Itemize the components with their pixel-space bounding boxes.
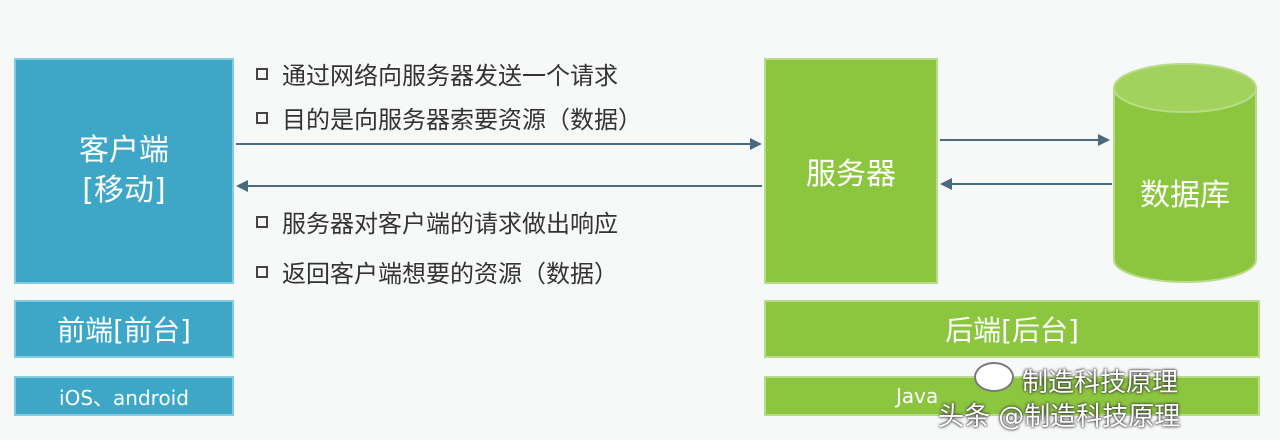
server-box: 服务器	[764, 58, 938, 284]
watermark-account: 制造科技原理	[1022, 368, 1179, 398]
request-arrowhead	[750, 138, 762, 150]
backend-label: 后端[后台]	[945, 314, 1079, 347]
frontend-label: 前端[前台]	[57, 314, 191, 347]
frontend-tech-bar: iOS、android	[14, 376, 234, 416]
server-to-db-arrowhead	[1098, 134, 1110, 146]
backend-bar: 后端[后台]	[764, 300, 1260, 358]
client-subtitle: [移动]	[82, 173, 166, 208]
database-label: 数据库	[1140, 178, 1230, 213]
bullet-square-icon	[256, 265, 268, 278]
response-note-1: 服务器对客户端的请求做出响应	[256, 204, 618, 239]
backend-tech-label: Java	[896, 384, 939, 408]
database-cylinder	[1113, 63, 1257, 283]
frontend-tech-label: iOS、android	[59, 385, 189, 410]
request-note-2: 目的是向服务器索要资源（数据）	[256, 100, 642, 135]
db-to-server-arrowhead	[940, 178, 952, 190]
client-title: 客户端	[79, 133, 169, 168]
bullet-square-icon	[256, 67, 268, 80]
request-note-1: 通过网络向服务器发送一个请求	[256, 56, 618, 91]
response-arrowhead	[236, 180, 248, 192]
frontend-bar: 前端[前台]	[14, 300, 234, 358]
bullet-square-icon	[256, 215, 268, 228]
watermark-handle: 头条 @制造科技原理	[938, 402, 1181, 432]
server-label: 服务器	[806, 157, 896, 192]
wechat-icon	[974, 362, 1014, 392]
response-note-2: 返回客户端想要的资源（数据）	[256, 254, 618, 289]
bullet-square-icon	[256, 111, 268, 124]
client-box: 客户端 [移动]	[14, 58, 234, 284]
